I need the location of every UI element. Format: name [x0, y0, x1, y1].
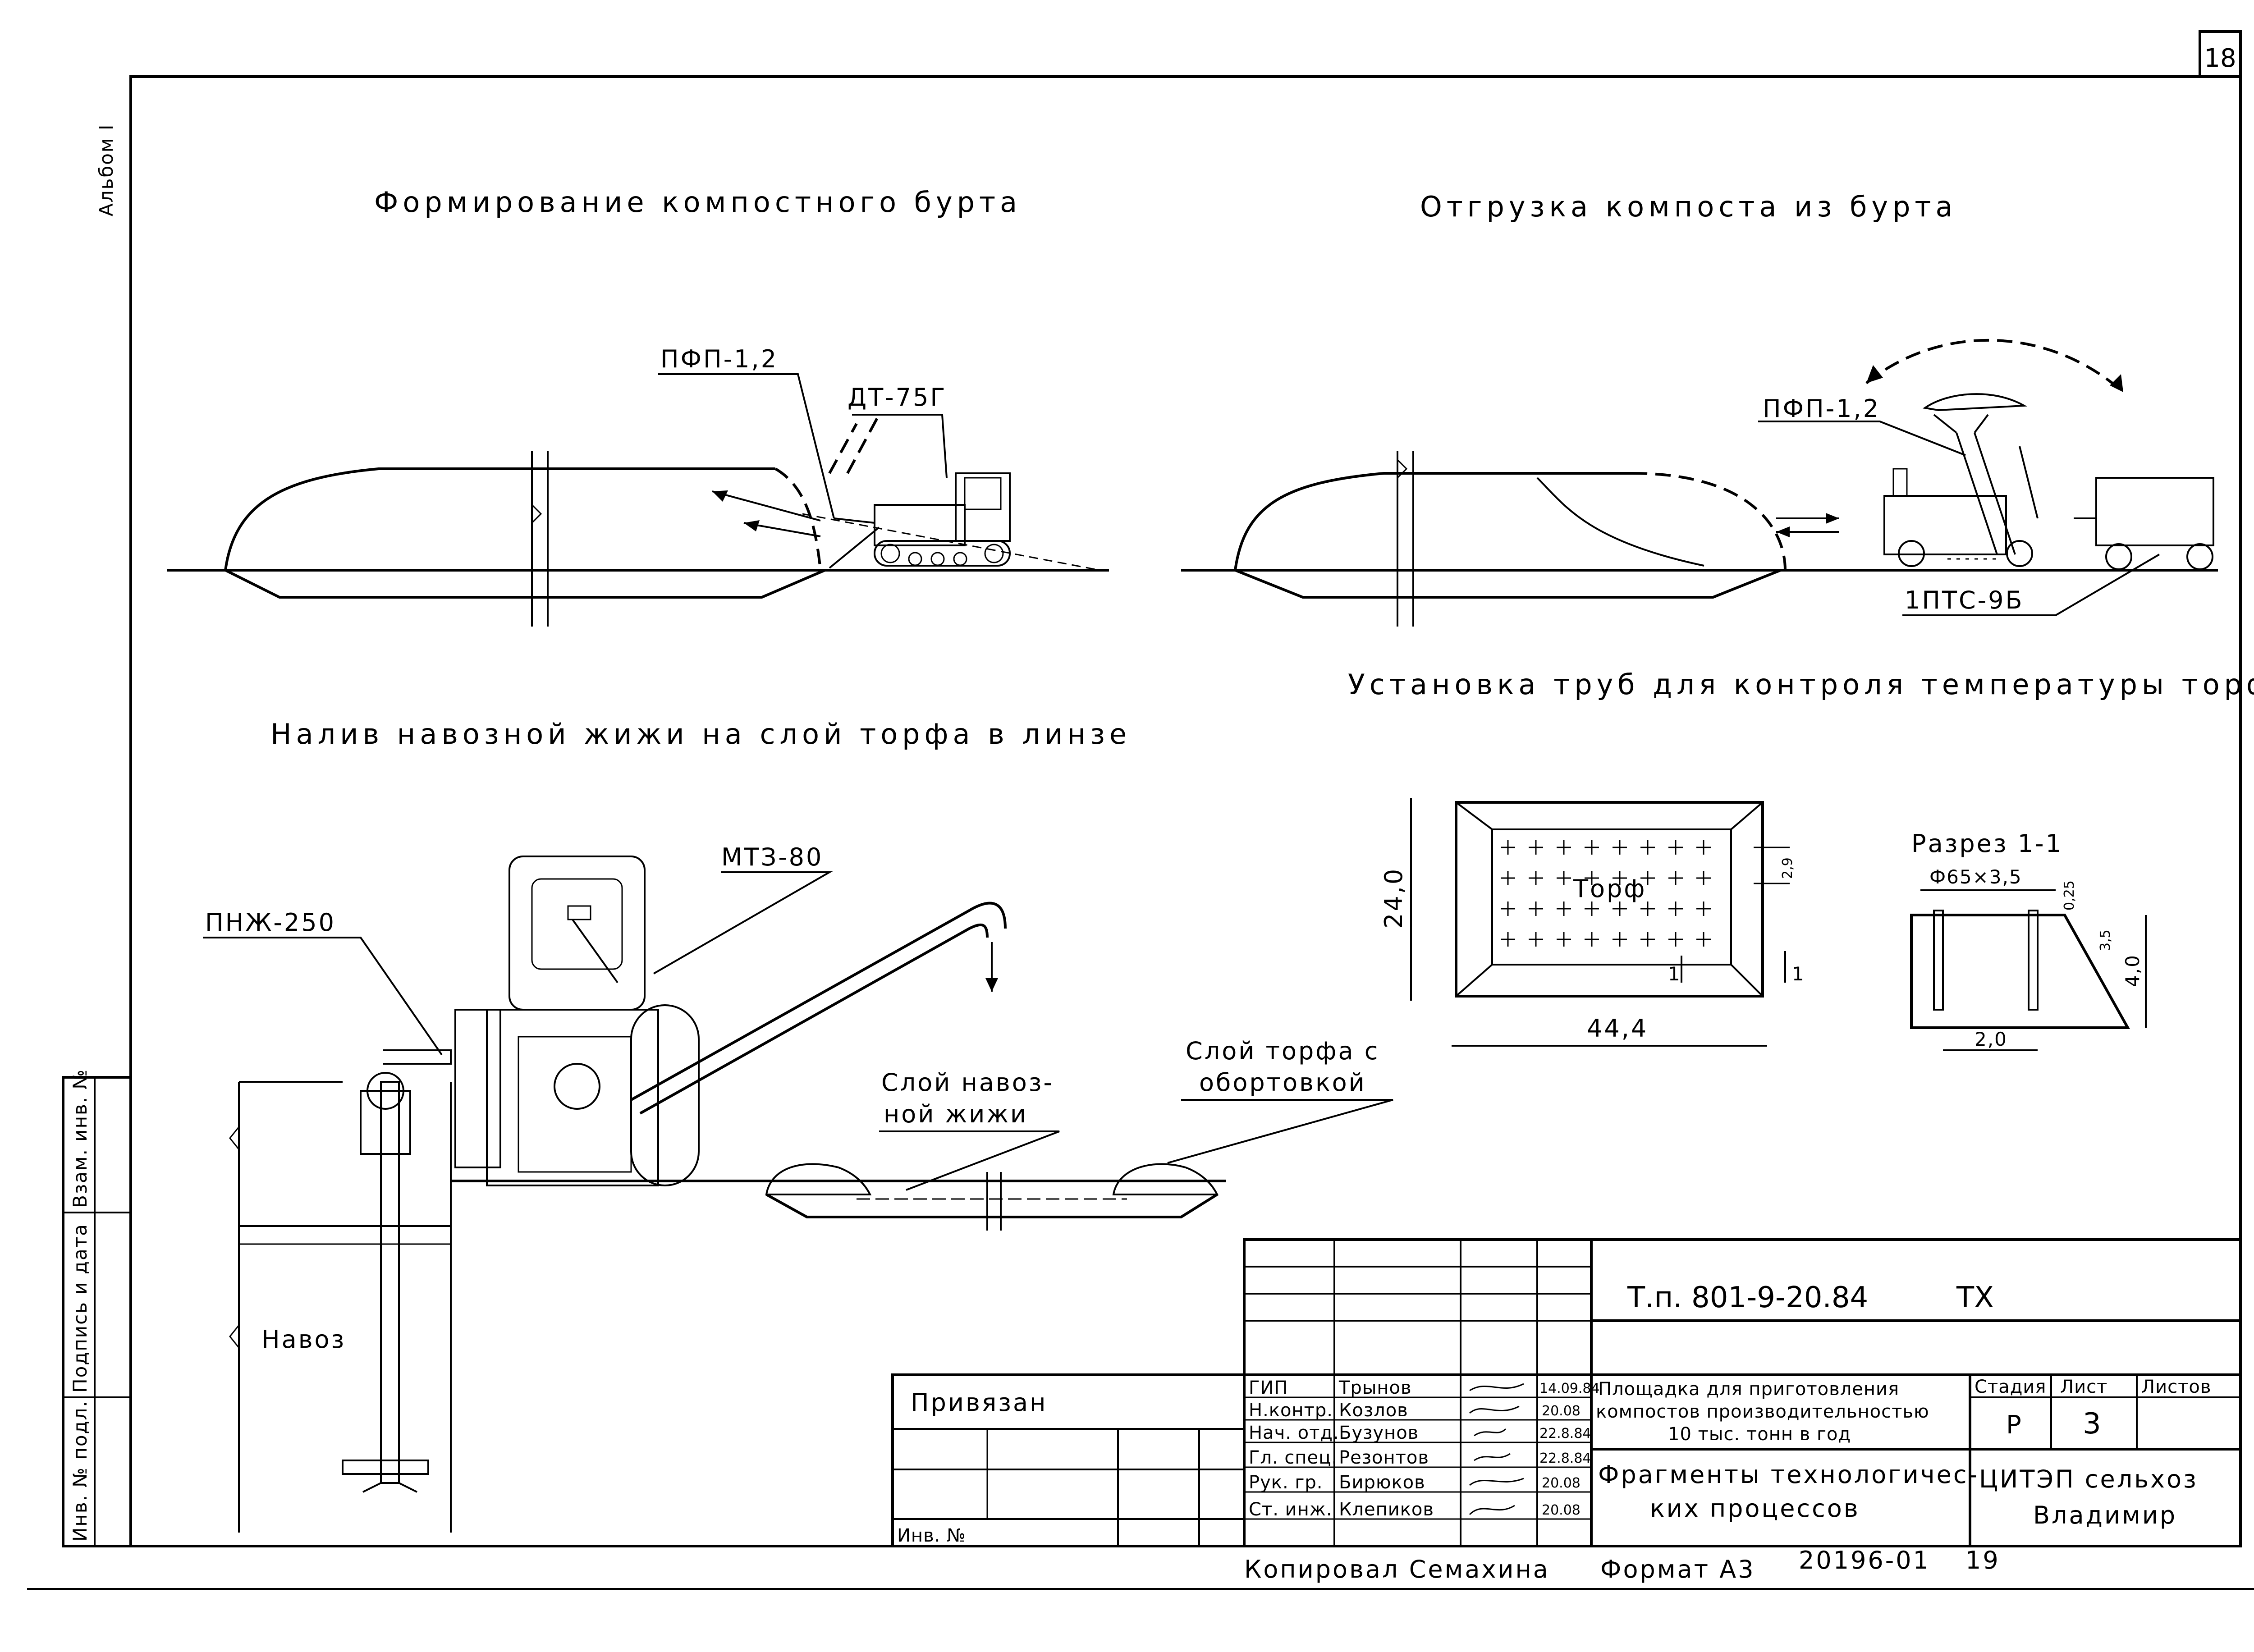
heading-pipes: Установка труб для контроля температуры …	[1348, 668, 2254, 701]
tb-bound: Привязан	[911, 1388, 1047, 1417]
page-number-box	[2199, 30, 2242, 78]
pouring-diagram: МТЗ-80 ПНЖ-250 Слой навоз- ной жижи Слой…	[203, 843, 1393, 1533]
tb-stage-v: Р	[2006, 1410, 2021, 1440]
label-pfp-right: ПФП-1,2	[1763, 394, 1880, 423]
tb-role: Н.контр.	[1249, 1400, 1333, 1421]
tb-doc-code: Т.п. 801-9-20.84	[1627, 1281, 1868, 1314]
tb-name: Клепиков	[1339, 1499, 1434, 1520]
side-stamp: Инв. № подл. Подпись и дата Взам. инв. №	[62, 1069, 132, 1547]
label-peat: Торф	[1573, 874, 1646, 903]
pipe-grid	[1501, 840, 1711, 947]
tb-drawing-title: Фрагменты технологичес-	[1598, 1460, 1979, 1489]
tb-name: Резонтов	[1339, 1447, 1429, 1468]
heading-loading: Отгрузка компоста из бурта	[1420, 190, 1957, 223]
label-peat-layer-2: обортовкой	[1199, 1068, 1366, 1097]
footer-page: 19	[1965, 1546, 2000, 1574]
mark-1a: 1	[1668, 963, 1681, 985]
tb-role: Ст. инж.	[1249, 1499, 1333, 1520]
tb-role: ГИП	[1249, 1377, 1288, 1398]
footer-copied: Копировал Семахина	[1244, 1555, 1550, 1583]
tb-date: 20.08	[1542, 1403, 1581, 1419]
sheet-frame	[129, 75, 2242, 1547]
pipes-plan: Торф 24,0 44,4 2,9 1 1	[1379, 798, 1805, 1047]
dim-2: 2,0	[1975, 1028, 2007, 1050]
tb-date: 20.08	[1542, 1475, 1581, 1491]
tb-drawing-title: ких процессов	[1650, 1494, 1860, 1523]
label-peat-layer-1: Слой торфа с	[1186, 1037, 1379, 1065]
pipe-spec: Ф65×3,5	[1929, 866, 2022, 888]
dim-025: 0,25	[2062, 880, 2077, 911]
stamp-sign-date: Подпись и дата	[69, 1223, 91, 1393]
label-dt75: ДТ-75Г	[848, 383, 947, 412]
label-pfp-left: ПФП-1,2	[660, 345, 778, 373]
tb-project-title: компостов производительностью	[1596, 1401, 1929, 1422]
tb-date: 22.8.84	[1539, 1426, 1591, 1441]
tb-date: 20.08	[1542, 1502, 1581, 1518]
section-1-1: Разрез 1-1 Ф65×3,5 2,0 4,0 3,5 0,25	[1910, 829, 2147, 1051]
stamp-inv-orig: Инв. № подл.	[69, 1400, 91, 1542]
tb-role: Рук. гр.	[1249, 1472, 1323, 1493]
tb-org: Владимир	[2033, 1501, 2177, 1529]
tb-names: Трынов Козлов Бузунов Резонтов Бирюков К…	[1338, 1377, 1434, 1520]
label-manure-layer-1: Слой навоз-	[881, 1068, 1054, 1097]
footer-order: 20196-01	[1799, 1546, 1930, 1574]
loading-diagram: ПФП-1,2 1ПТС-9Б	[1181, 339, 2218, 627]
dim-44: 44,4	[1587, 1014, 1648, 1043]
label-manure-layer-2: ной жижи	[884, 1100, 1028, 1128]
tb-name: Козлов	[1339, 1400, 1408, 1421]
tb-sheets-h: Листов	[2141, 1377, 2211, 1397]
tb-signatures	[1469, 1383, 1524, 1515]
footer-format: Формат А3	[1600, 1555, 1755, 1583]
tb-role: Гл. спец.	[1249, 1447, 1338, 1468]
footer: Копировал Семахина Формат А3 20196-01 19	[1244, 1546, 2000, 1583]
tb-sheet-h: Лист	[2060, 1377, 2107, 1397]
dim-29: 2,9	[1780, 857, 1796, 879]
tb-project-title: 10 тыс. тонн в год	[1668, 1424, 1851, 1445]
mark-1b: 1	[1792, 963, 1805, 985]
tb-name: Трынов	[1338, 1377, 1412, 1398]
tb-project-title: Площадка для приготовления	[1598, 1379, 1899, 1400]
tb-org: ЦИТЭП сельхоз	[1979, 1465, 2198, 1493]
label-ptc: 1ПТС-9Б	[1905, 586, 2024, 614]
heading-pouring: Налив навозной жижи на слой торфа в линз…	[270, 718, 1131, 750]
forming-diagram: ПФП-1,2 ДТ-75Г	[167, 345, 1109, 627]
tb-date: 14.09.84	[1539, 1381, 1600, 1396]
label-manure: Навоз	[261, 1325, 346, 1354]
tb-name: Бирюков	[1339, 1472, 1425, 1493]
tb-stage-h: Стадия	[1975, 1377, 2046, 1397]
tb-inv-no: Инв. №	[897, 1525, 966, 1546]
tb-dates: 14.09.84 20.08 22.8.84 22.8.84 20.08 20.…	[1539, 1381, 1600, 1518]
label-pnzh: ПНЖ-250	[205, 908, 336, 937]
tb-roles: ГИП Н.контр. Нач. отд. Гл. спец. Рук. гр…	[1249, 1377, 1339, 1520]
tb-name: Бузунов	[1339, 1423, 1419, 1443]
tb-role: Нач. отд.	[1249, 1423, 1339, 1443]
dim-24: 24,0	[1379, 867, 1408, 929]
stamp-replace-inv: Взам. инв. №	[69, 1069, 91, 1208]
label-mtz: МТЗ-80	[721, 843, 823, 871]
album-label: Альбом I	[95, 124, 117, 216]
title-block: Привязан Инв. № Т.п. 801-9-20.84 ТХ ГИП …	[891, 1238, 2242, 1547]
tb-section: ТХ	[1956, 1281, 1994, 1314]
dim-4: 4,0	[2121, 954, 2144, 987]
tb-date: 22.8.84	[1539, 1451, 1591, 1466]
dim-35: 3,5	[2098, 929, 2113, 951]
page-number: 18	[2204, 44, 2236, 73]
heading-forming: Формирование компостного бурта	[374, 186, 1022, 219]
tb-sheet-v: 3	[2083, 1407, 2101, 1441]
section-title: Разрез 1-1	[1911, 829, 2063, 858]
